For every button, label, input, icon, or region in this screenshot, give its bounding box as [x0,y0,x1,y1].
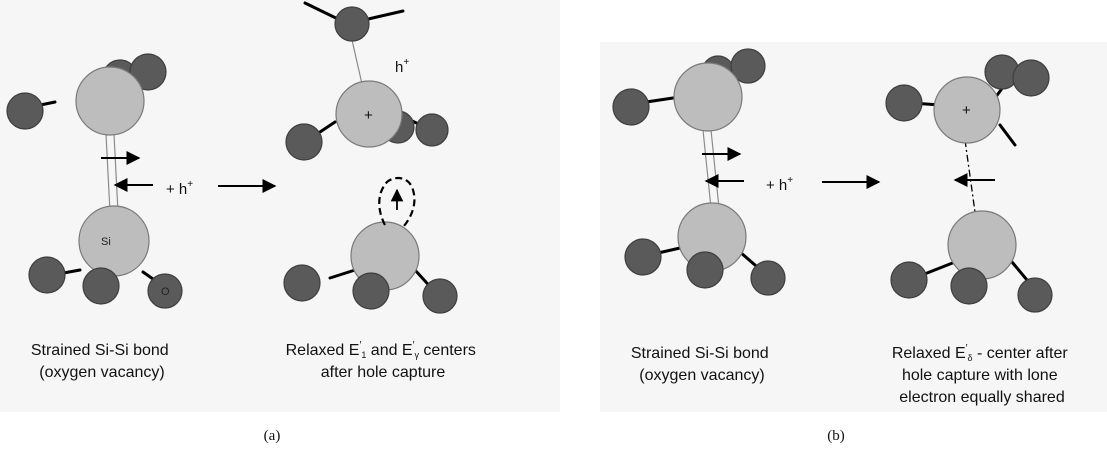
panel-b-label: (b) [827,428,845,444]
oxygen-atom [352,272,390,310]
panel-a-relaxed-molecule: + [283,1,458,314]
panel-a-strained-molecule: Si O [6,53,183,309]
oxygen-atom [6,92,44,130]
silicon-atom [933,76,1001,144]
oxygen-atom [624,238,662,276]
oxygen-atom [28,256,66,294]
positive-charge-label: + [962,102,971,119]
panel-a-caption-left: Strained Si-Si bond (oxygen vacancy) [31,342,173,381]
oxygen-atom [1012,59,1050,97]
panel-a-reaction-label: + h+ [166,179,193,198]
oxygen-atom [950,267,988,305]
oxygen-atom [890,261,928,299]
oxygen-atom [885,84,923,122]
silicon-atom [335,80,403,148]
panel-a-label: (a) [264,428,281,444]
oxygen-atom [686,251,724,289]
panel-b-caption-right: Relaxed E′δ - center after hole capture … [892,343,1072,406]
oxygen-atom [1017,277,1053,313]
panel-b-reaction-label: + h+ [766,175,793,194]
silicon-atom [947,210,1017,280]
oxygen-atom [750,260,786,296]
dangling-orbital [378,176,416,227]
o-label: O [161,286,170,298]
oxygen-atom [129,53,167,91]
panel-a-background [0,0,560,412]
panel-b-strained-molecule [612,48,786,296]
hole-label: h+ [395,57,409,76]
si-label: Si [101,236,111,248]
oxygen-atom [334,6,370,42]
oxygen-atom [730,48,766,84]
oxygen-atom [82,267,120,305]
panel-a-caption-right: Relaxed E′1 and E′γ centers after hole c… [286,340,481,381]
oxygen-atom [415,113,449,147]
silicon-atom [78,205,150,277]
oxygen-atom [422,278,458,314]
silicon-atom [75,66,145,136]
oxygen-atom [285,123,323,161]
panel-b-caption-left: Strained Si-Si bond (oxygen vacancy) [631,345,773,384]
oxygen-atom [147,273,183,309]
oxygen-atom [612,88,650,126]
silicon-atom [673,62,743,132]
panel-b-relaxed-molecule: + [885,54,1053,313]
positive-charge-label: + [364,107,373,124]
oxygen-atom [283,264,321,302]
